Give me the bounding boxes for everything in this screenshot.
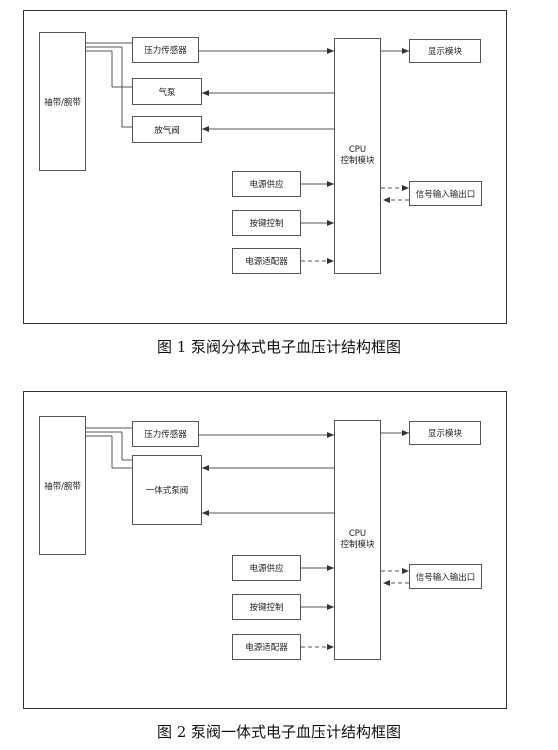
diagram-1-frame: 袖带/腕带 压力传感器 气泵 放气阀 电源供应 按键控制 电源适配器 CPU 控…: [23, 10, 507, 324]
keys-label: 按键控制: [249, 603, 284, 613]
valve-label: 放气阀: [154, 125, 180, 136]
adapter-label: 电源适配器: [245, 643, 288, 653]
keys-label: 按键控制: [249, 219, 284, 229]
diagram-2-connectors: [86, 427, 409, 650]
adapter-label: 电源适配器: [245, 257, 288, 267]
cuff-box: 袖带/腕带: [39, 416, 86, 555]
keys-box: 按键控制: [232, 594, 301, 620]
cpu-label-line1: CPU: [348, 145, 367, 155]
power-label: 电源供应: [249, 180, 284, 190]
diagram-2-frame: 袖带/腕带 压力传感器 一体式泵阀 电源供应 按键控制 电源适配器 CPU 控制…: [23, 391, 507, 709]
io-label: 信号输入输出口: [415, 189, 476, 200]
sensor-label: 压力传感器: [144, 430, 187, 440]
valve-box: 放气阀: [132, 116, 202, 143]
diagram-2-caption: 图 2 泵阀一体式电子血压计结构框图: [156, 723, 402, 741]
display-box: 显示模块: [409, 421, 481, 445]
display-label: 显示模块: [427, 429, 462, 439]
keys-box: 按键控制: [232, 210, 301, 236]
cpu-label-line1: CPU: [348, 529, 367, 539]
power-box: 电源供应: [232, 171, 301, 197]
power-box: 电源供应: [232, 555, 301, 581]
sensor-box: 压力传感器: [132, 421, 199, 447]
adapter-box: 电源适配器: [232, 634, 301, 660]
io-label: 信号输入输出口: [415, 572, 476, 583]
power-label: 电源供应: [249, 564, 284, 574]
pump-box: 气泵: [132, 78, 202, 105]
cuff-box: 袖带/腕带: [39, 32, 86, 171]
cpu-box: CPU 控制模块: [334, 420, 381, 660]
io-box: 信号输入输出口: [409, 181, 482, 206]
display-label: 显示模块: [427, 47, 462, 57]
cpu-label-line2: 控制模块: [340, 540, 375, 550]
pump-label: 气泵: [158, 87, 176, 98]
cpu-label-line2: 控制模块: [340, 156, 375, 166]
diagram-1-caption: 图 1 泵阀分体式电子血压计结构框图: [156, 338, 402, 356]
pumpvalve-box: 一体式泵阀: [132, 455, 202, 525]
cuff-label: 袖带/腕带: [44, 481, 81, 492]
adapter-box: 电源适配器: [232, 248, 301, 274]
pumpvalve-label: 一体式泵阀: [145, 486, 189, 496]
cpu-box: CPU 控制模块: [334, 38, 381, 274]
io-box: 信号输入输出口: [409, 564, 482, 589]
sensor-box: 压力传感器: [132, 37, 199, 63]
diagram-1-connectors: [86, 42, 409, 264]
sensor-label: 压力传感器: [144, 46, 187, 56]
cuff-label: 袖带/腕带: [44, 97, 81, 108]
display-box: 显示模块: [409, 39, 481, 63]
